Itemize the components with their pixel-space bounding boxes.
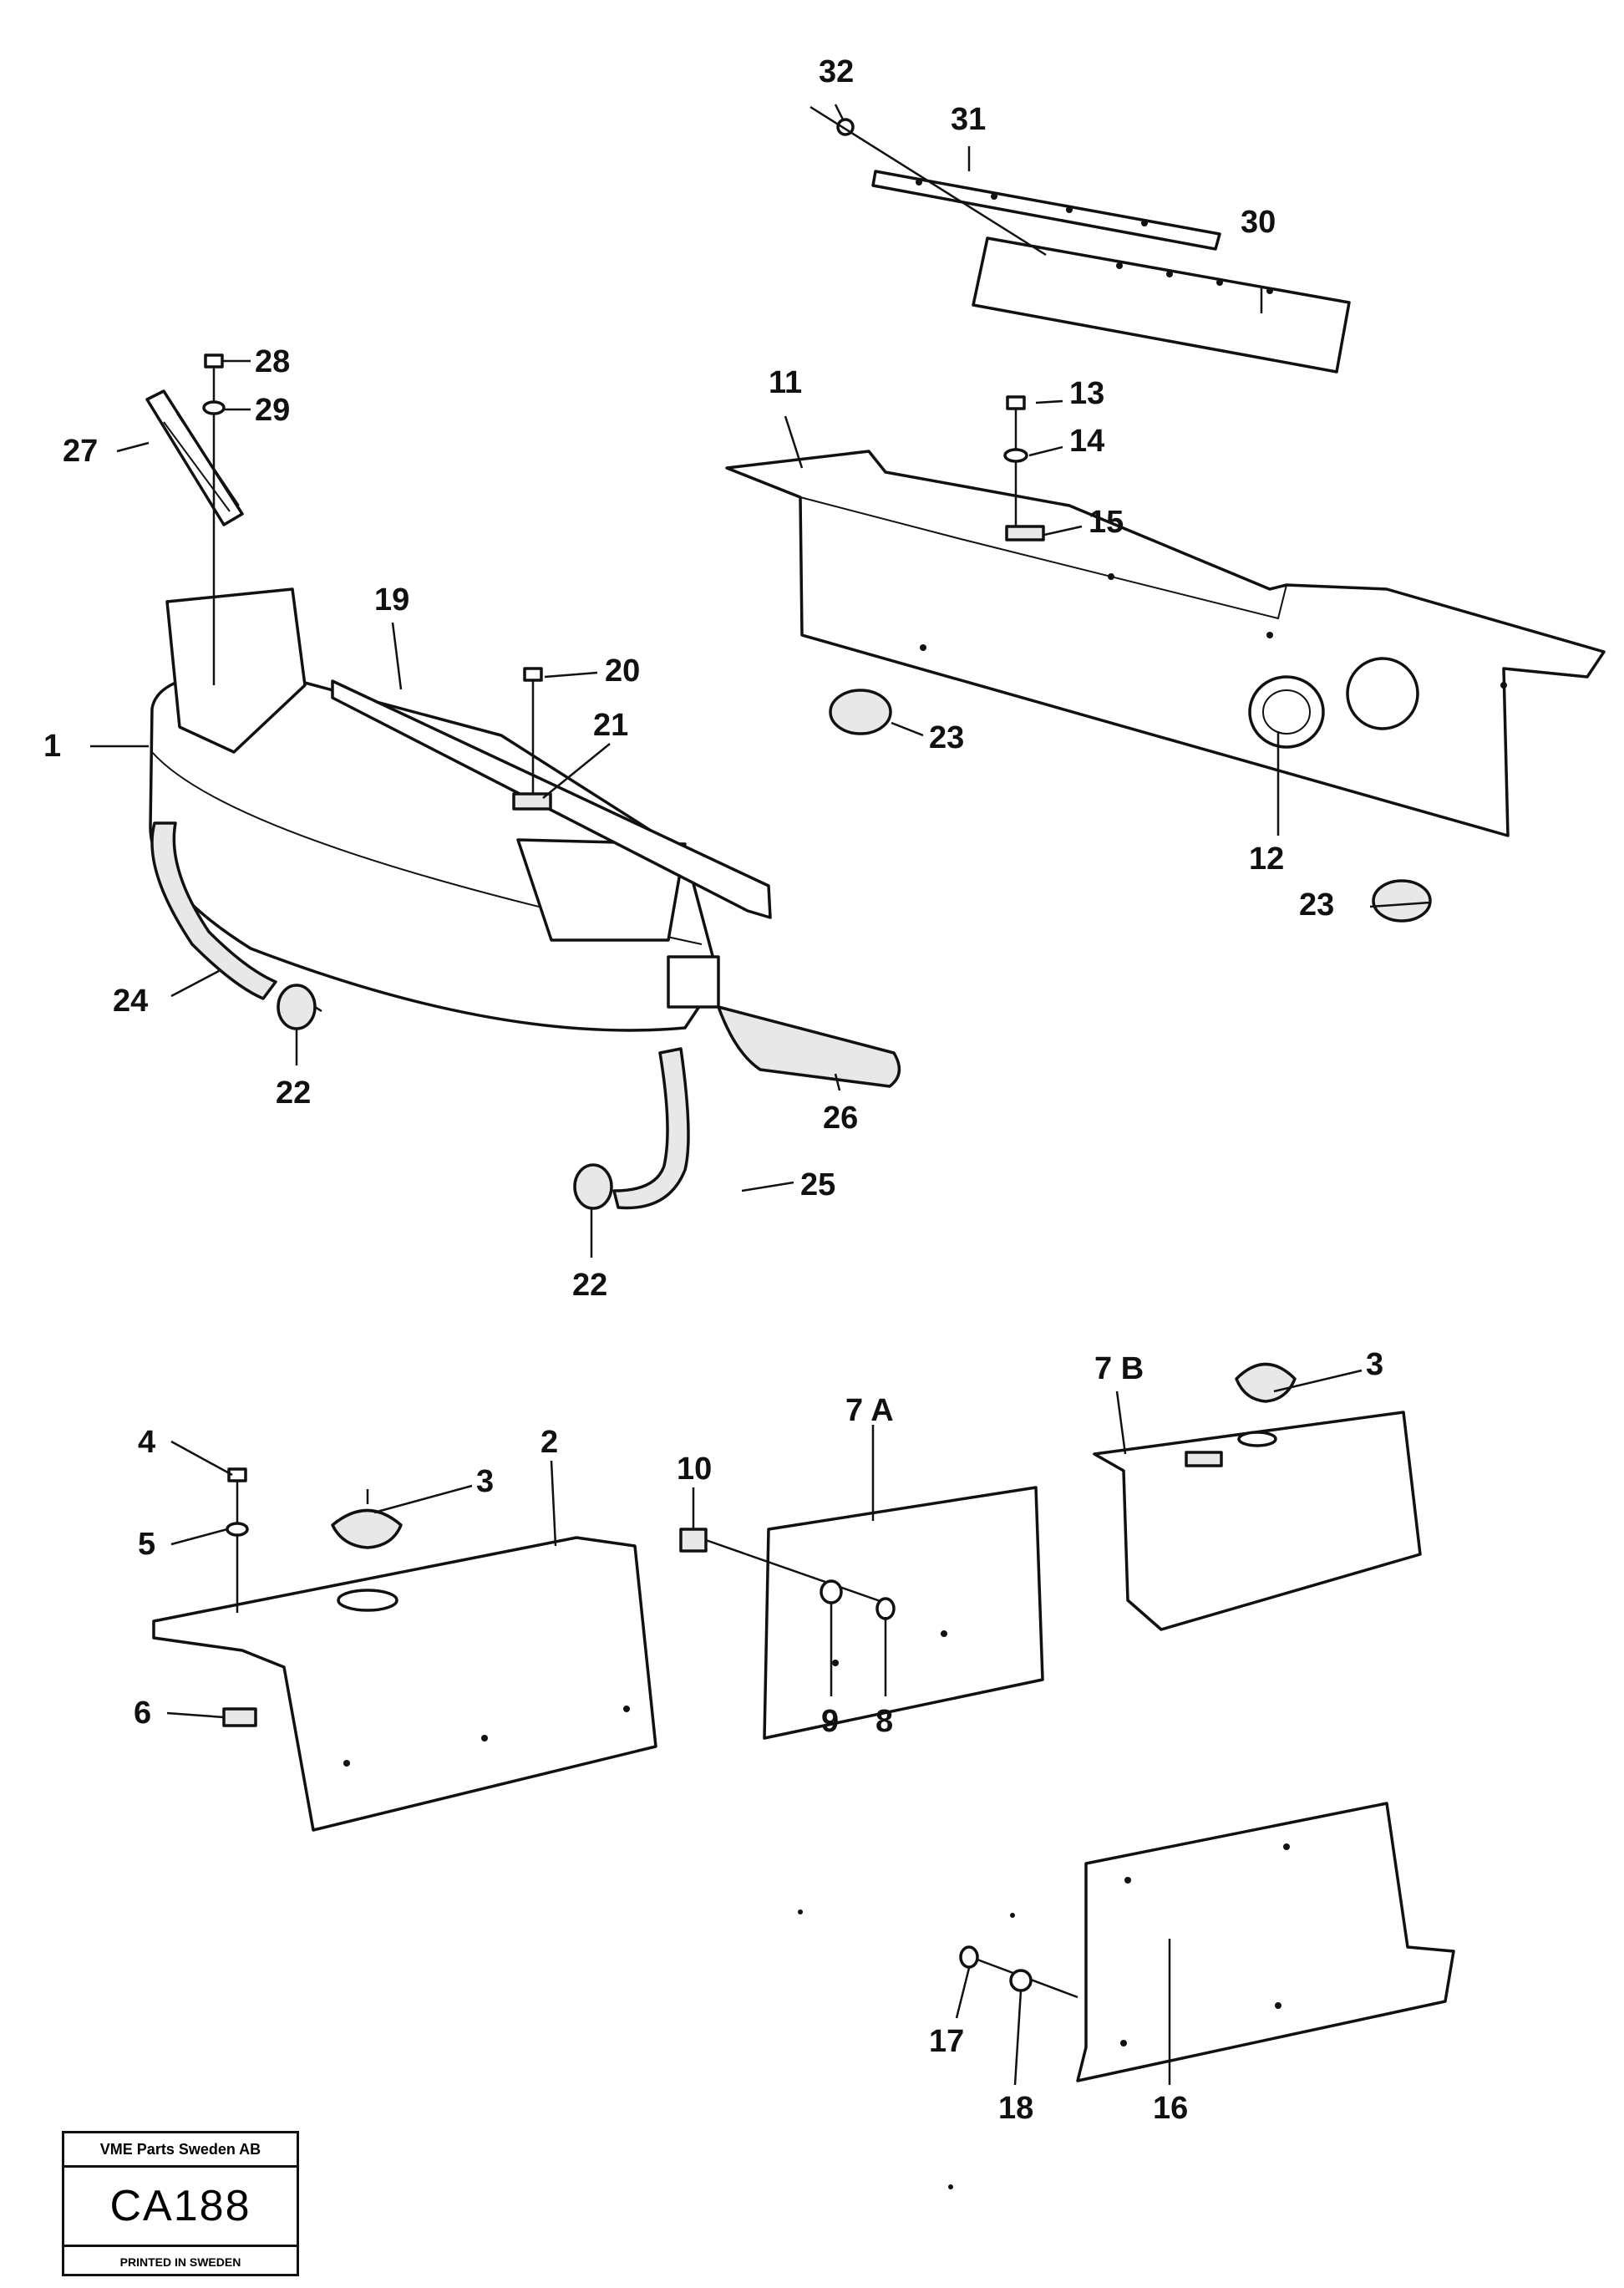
stamp-printed: PRINTED IN SWEDEN bbox=[119, 2255, 241, 2269]
part-25-flex-hose bbox=[612, 1047, 690, 1210]
callout-26: 26 bbox=[823, 1101, 858, 1136]
stamp-code: CA188 bbox=[64, 2168, 297, 2247]
callout-15: 15 bbox=[1089, 505, 1124, 540]
part-21-clip-nut bbox=[512, 792, 552, 811]
part-1-air-duct bbox=[149, 587, 720, 1032]
callout-10: 10 bbox=[677, 1452, 712, 1487]
callout-31: 31 bbox=[951, 102, 986, 137]
title-stamp: VME Parts Sweden AB CA188 PRINTED IN SWE… bbox=[62, 2131, 299, 2276]
part-18-washer bbox=[1009, 1969, 1033, 1992]
part-27-vent-grille bbox=[145, 389, 244, 526]
part-8-screw bbox=[875, 1597, 896, 1620]
callout-2: 2 bbox=[540, 1425, 558, 1460]
callout-28: 28 bbox=[255, 344, 290, 379]
part-23-knob-b bbox=[1372, 879, 1432, 923]
callout-8: 8 bbox=[875, 1704, 893, 1739]
part-2-cover-panel bbox=[152, 1536, 657, 1832]
part-30-cover-panel bbox=[972, 236, 1351, 374]
callout-23-b: 23 bbox=[1299, 887, 1334, 923]
callout-21: 21 bbox=[593, 708, 628, 743]
part-32-screw bbox=[809, 105, 1047, 257]
part-29-washer bbox=[202, 400, 226, 415]
callout-20: 20 bbox=[605, 653, 640, 689]
part-7a-cover-plate bbox=[763, 1486, 1044, 1740]
part-22-hose-nozzle-a bbox=[277, 984, 322, 1030]
callout-14: 14 bbox=[1069, 424, 1104, 459]
part-14-washer bbox=[1003, 448, 1028, 463]
part-6-clip-nut bbox=[222, 1707, 257, 1727]
callout-29: 29 bbox=[255, 393, 290, 428]
part-23-knob-a bbox=[829, 689, 892, 735]
leader-lines bbox=[90, 104, 1431, 2086]
callout-1: 1 bbox=[43, 729, 61, 764]
part-13-screw bbox=[1006, 395, 1026, 526]
callout-12: 12 bbox=[1249, 841, 1284, 877]
callout-22-a: 22 bbox=[276, 1075, 311, 1111]
part-15-clip-nut bbox=[1005, 525, 1045, 541]
callout-9: 9 bbox=[821, 1704, 839, 1739]
callout-18: 18 bbox=[998, 2091, 1033, 2126]
callout-25: 25 bbox=[800, 1167, 835, 1202]
part-24-flex-hose bbox=[150, 821, 277, 1000]
part-11-dash-panel bbox=[725, 450, 1606, 837]
callout-3-b: 3 bbox=[1366, 1347, 1383, 1382]
part-20-screw bbox=[523, 667, 543, 802]
callout-16: 16 bbox=[1153, 2091, 1188, 2126]
part-7b-cover-panel bbox=[1093, 1411, 1422, 1631]
callout-6: 6 bbox=[134, 1696, 151, 1731]
callout-17: 17 bbox=[929, 2024, 964, 2059]
part-4-screw bbox=[227, 1467, 247, 1613]
callout-3-a: 3 bbox=[476, 1464, 494, 1499]
callout-13: 13 bbox=[1069, 376, 1104, 411]
part-9-washer bbox=[820, 1579, 843, 1604]
callout-32: 32 bbox=[819, 54, 854, 89]
part-3-knob-a bbox=[331, 1489, 403, 1549]
callout-labels: 1 2 3 3 4 5 6 7 A 7 B 8 9 10 11 12 13 14… bbox=[43, 54, 1383, 2126]
part-3-knob-b bbox=[1235, 1362, 1297, 1403]
part-26-hose-stub bbox=[717, 1005, 901, 1088]
callout-4: 4 bbox=[138, 1425, 155, 1460]
part-22-hose-nozzle-b bbox=[573, 1163, 613, 1210]
callout-23-a: 23 bbox=[929, 720, 964, 755]
callout-7b: 7 B bbox=[1094, 1351, 1144, 1386]
part-31-mounting-strip bbox=[871, 170, 1221, 251]
part-16-cover-panel bbox=[1076, 1802, 1455, 2082]
part-5-washer bbox=[226, 1522, 249, 1537]
callout-22-b: 22 bbox=[572, 1268, 607, 1303]
callout-27: 27 bbox=[63, 434, 98, 469]
stamp-company: VME Parts Sweden AB bbox=[64, 2133, 297, 2168]
callout-24: 24 bbox=[113, 984, 148, 1019]
callout-7a: 7 A bbox=[845, 1393, 894, 1428]
callout-5: 5 bbox=[138, 1527, 155, 1562]
part-12-control-knob bbox=[1248, 675, 1325, 836]
callout-30: 30 bbox=[1241, 205, 1276, 240]
callout-19: 19 bbox=[374, 582, 409, 618]
callout-11: 11 bbox=[769, 365, 802, 400]
